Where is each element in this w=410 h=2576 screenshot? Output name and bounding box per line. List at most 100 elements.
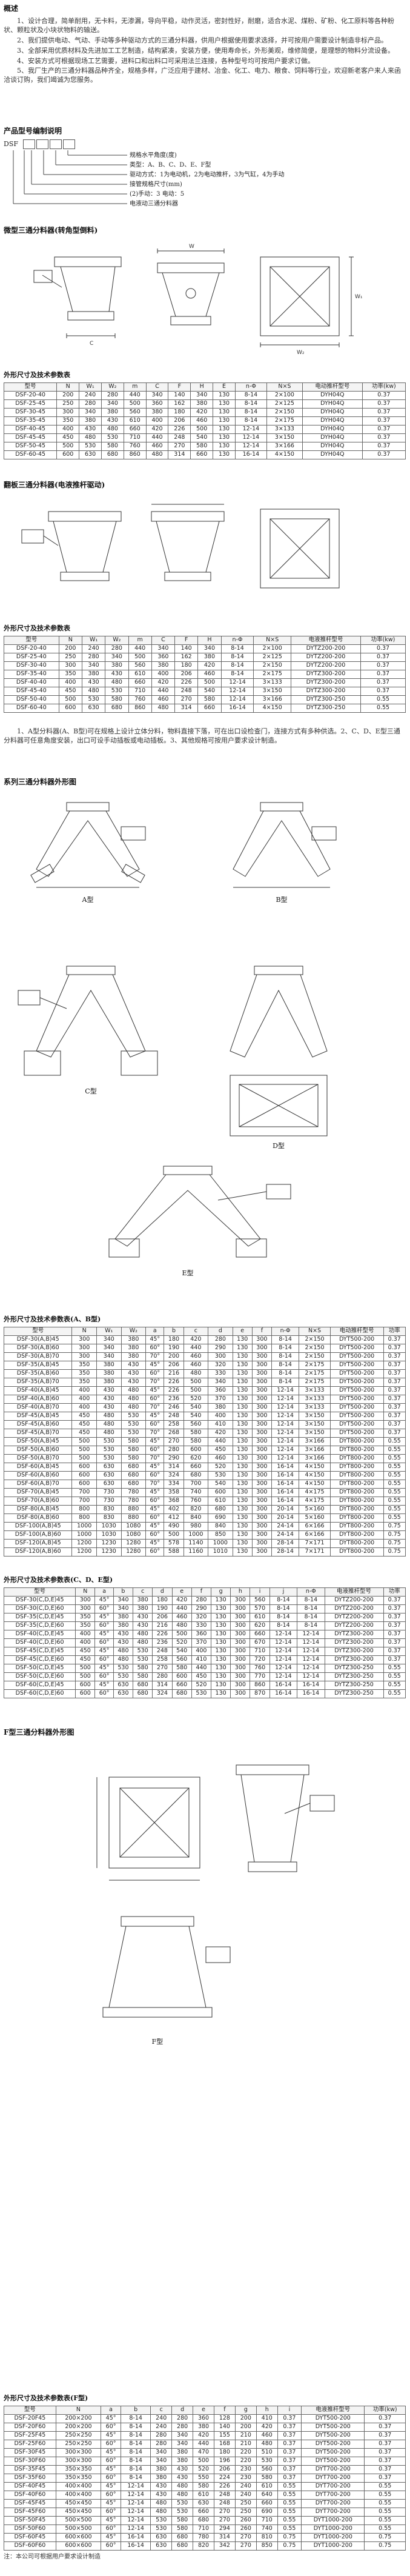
table-cell: DSF-60(A,B)70	[3, 1479, 73, 1489]
table-cell: 370	[191, 1638, 212, 1647]
table-cell: 340	[150, 2456, 173, 2466]
table-cell: 130	[232, 1352, 253, 1361]
table-cell: 1230	[96, 1547, 122, 1557]
table-cell: 660	[250, 1629, 270, 1639]
table-cell: 16-14	[297, 1689, 325, 1698]
table-cell: 12-14	[121, 2524, 151, 2534]
table-cell: 480	[105, 678, 129, 687]
table-cell: 2×175	[253, 669, 291, 679]
table-cell: 8-14	[220, 652, 254, 662]
table-cell: 600	[171, 1672, 192, 1681]
table-cell: DSF-20F60	[4, 2422, 56, 2432]
table-cell: 45°	[101, 2464, 122, 2474]
table-cell: 480	[113, 1655, 134, 1664]
table-cell: 380	[96, 1360, 122, 1370]
table-cell: 400	[71, 1394, 97, 1404]
table-cell: 480	[133, 1629, 153, 1639]
table-cell: 300	[230, 1680, 251, 1690]
table-cell: 8-14	[234, 407, 267, 417]
table-cell: DYTZ300-250	[324, 1689, 384, 1698]
table-cell: 480	[96, 1428, 122, 1438]
table-cell: 420	[197, 661, 222, 670]
table-cell: 8-14	[297, 1621, 325, 1630]
table-cell: 60°	[145, 1513, 165, 1523]
table-cell: 340	[96, 1335, 122, 1344]
column-header: 功率(kw)	[364, 2405, 406, 2415]
table-cell: 180	[168, 407, 191, 417]
table-cell: 8-14	[121, 2473, 151, 2483]
table-cell: 0.37	[277, 2422, 302, 2432]
table-cell: 0.37	[277, 2448, 302, 2457]
table-cell: 2×175	[299, 1369, 331, 1378]
table-cell: 380	[193, 2422, 214, 2432]
table-cell: 250	[234, 2498, 257, 2508]
table-cell: DYTZ300-250	[290, 703, 362, 713]
table-cell: 340	[96, 1343, 122, 1353]
table-cell: DSF-35F60	[4, 2473, 56, 2483]
table-cell: 206	[164, 1360, 184, 1370]
table-cell: 130	[232, 1496, 253, 1506]
table-cell: 8-14	[269, 1595, 298, 1605]
table-cell: 840	[183, 1513, 209, 1523]
table-cell: 3×133	[266, 424, 303, 434]
table-cell: 300	[251, 1420, 272, 1429]
table-cell: 0.75	[383, 1521, 406, 1531]
table-cell: 12-14	[271, 1436, 300, 1446]
table-cell: 500	[183, 1377, 209, 1387]
table-cell: 300	[251, 1547, 272, 1557]
table-cell: 580	[171, 1663, 192, 1673]
table-cell: 520	[183, 1394, 209, 1404]
table-cell: 16-14	[297, 1680, 325, 1690]
table-cell: 340	[150, 2448, 173, 2457]
table-cell: 5×160	[299, 1504, 331, 1514]
table-cell: 130	[232, 1538, 253, 1548]
table-cell: 300	[230, 1595, 251, 1605]
table-cell: DYTZ300-200	[290, 669, 362, 679]
table-cell: 860	[123, 450, 147, 459]
table-cell: 300	[230, 1621, 251, 1630]
table-cell: 300	[251, 1470, 272, 1480]
table-cell: 520	[208, 1462, 233, 1472]
table-cell: 430	[113, 1638, 134, 1647]
table-cell: 12-14	[220, 695, 254, 704]
table-cell: 250×250	[55, 2439, 102, 2449]
table-cell: DYT500-200	[329, 1343, 384, 1353]
table-cell: DSF-50(A,B)70	[3, 1453, 73, 1463]
table-cell: DYT800-200	[329, 1538, 384, 1548]
table-cell: 60°	[101, 2456, 122, 2466]
column-header: c	[150, 2405, 173, 2415]
table-cell: 0.37	[364, 2464, 406, 2474]
table-cell: 320	[208, 1360, 233, 1370]
overview-paragraph: 5、我厂生产的三通分料器品种齐全，规格多样，广泛应用于建材、冶金、化工、电力、粮…	[4, 67, 401, 84]
table-cell: 400	[56, 424, 80, 434]
table-cell: 300	[71, 1352, 97, 1361]
table-cell: 450	[71, 1411, 97, 1421]
footnote: 注：本公司可根据用户要求设计制造	[4, 2553, 101, 2560]
table-cell: DYTZ200-200	[324, 1604, 384, 1613]
column-header: 型号	[3, 1326, 73, 1336]
column-header: 功率	[383, 1587, 406, 1597]
table-cell: DYTZ200-200	[290, 644, 362, 653]
table-cell: 430	[150, 2481, 173, 2491]
table-cell: DYTZ300-200	[290, 686, 362, 696]
table-cell: 560	[183, 1420, 209, 1429]
table-cell: 480	[145, 450, 169, 459]
table-cell: 380	[101, 407, 124, 417]
table-cell: 0.55	[383, 1513, 406, 1523]
table-cell: 530	[133, 1646, 153, 1656]
table-cell: 2×150	[299, 1343, 331, 1353]
table-cell: 300	[230, 1638, 251, 1647]
table-cell: 300	[251, 1369, 272, 1378]
table-cell: 430	[121, 1360, 147, 1370]
table-cell: 620	[183, 1453, 209, 1463]
table-cell: 480	[79, 433, 102, 442]
table-cell: DSF-60-40	[4, 703, 59, 713]
table-cell: DYTZ300-250	[324, 1672, 384, 1681]
table-cell: 130	[232, 1513, 253, 1523]
table-cell: 130	[232, 1403, 253, 1412]
table-cell: 300	[251, 1487, 272, 1497]
